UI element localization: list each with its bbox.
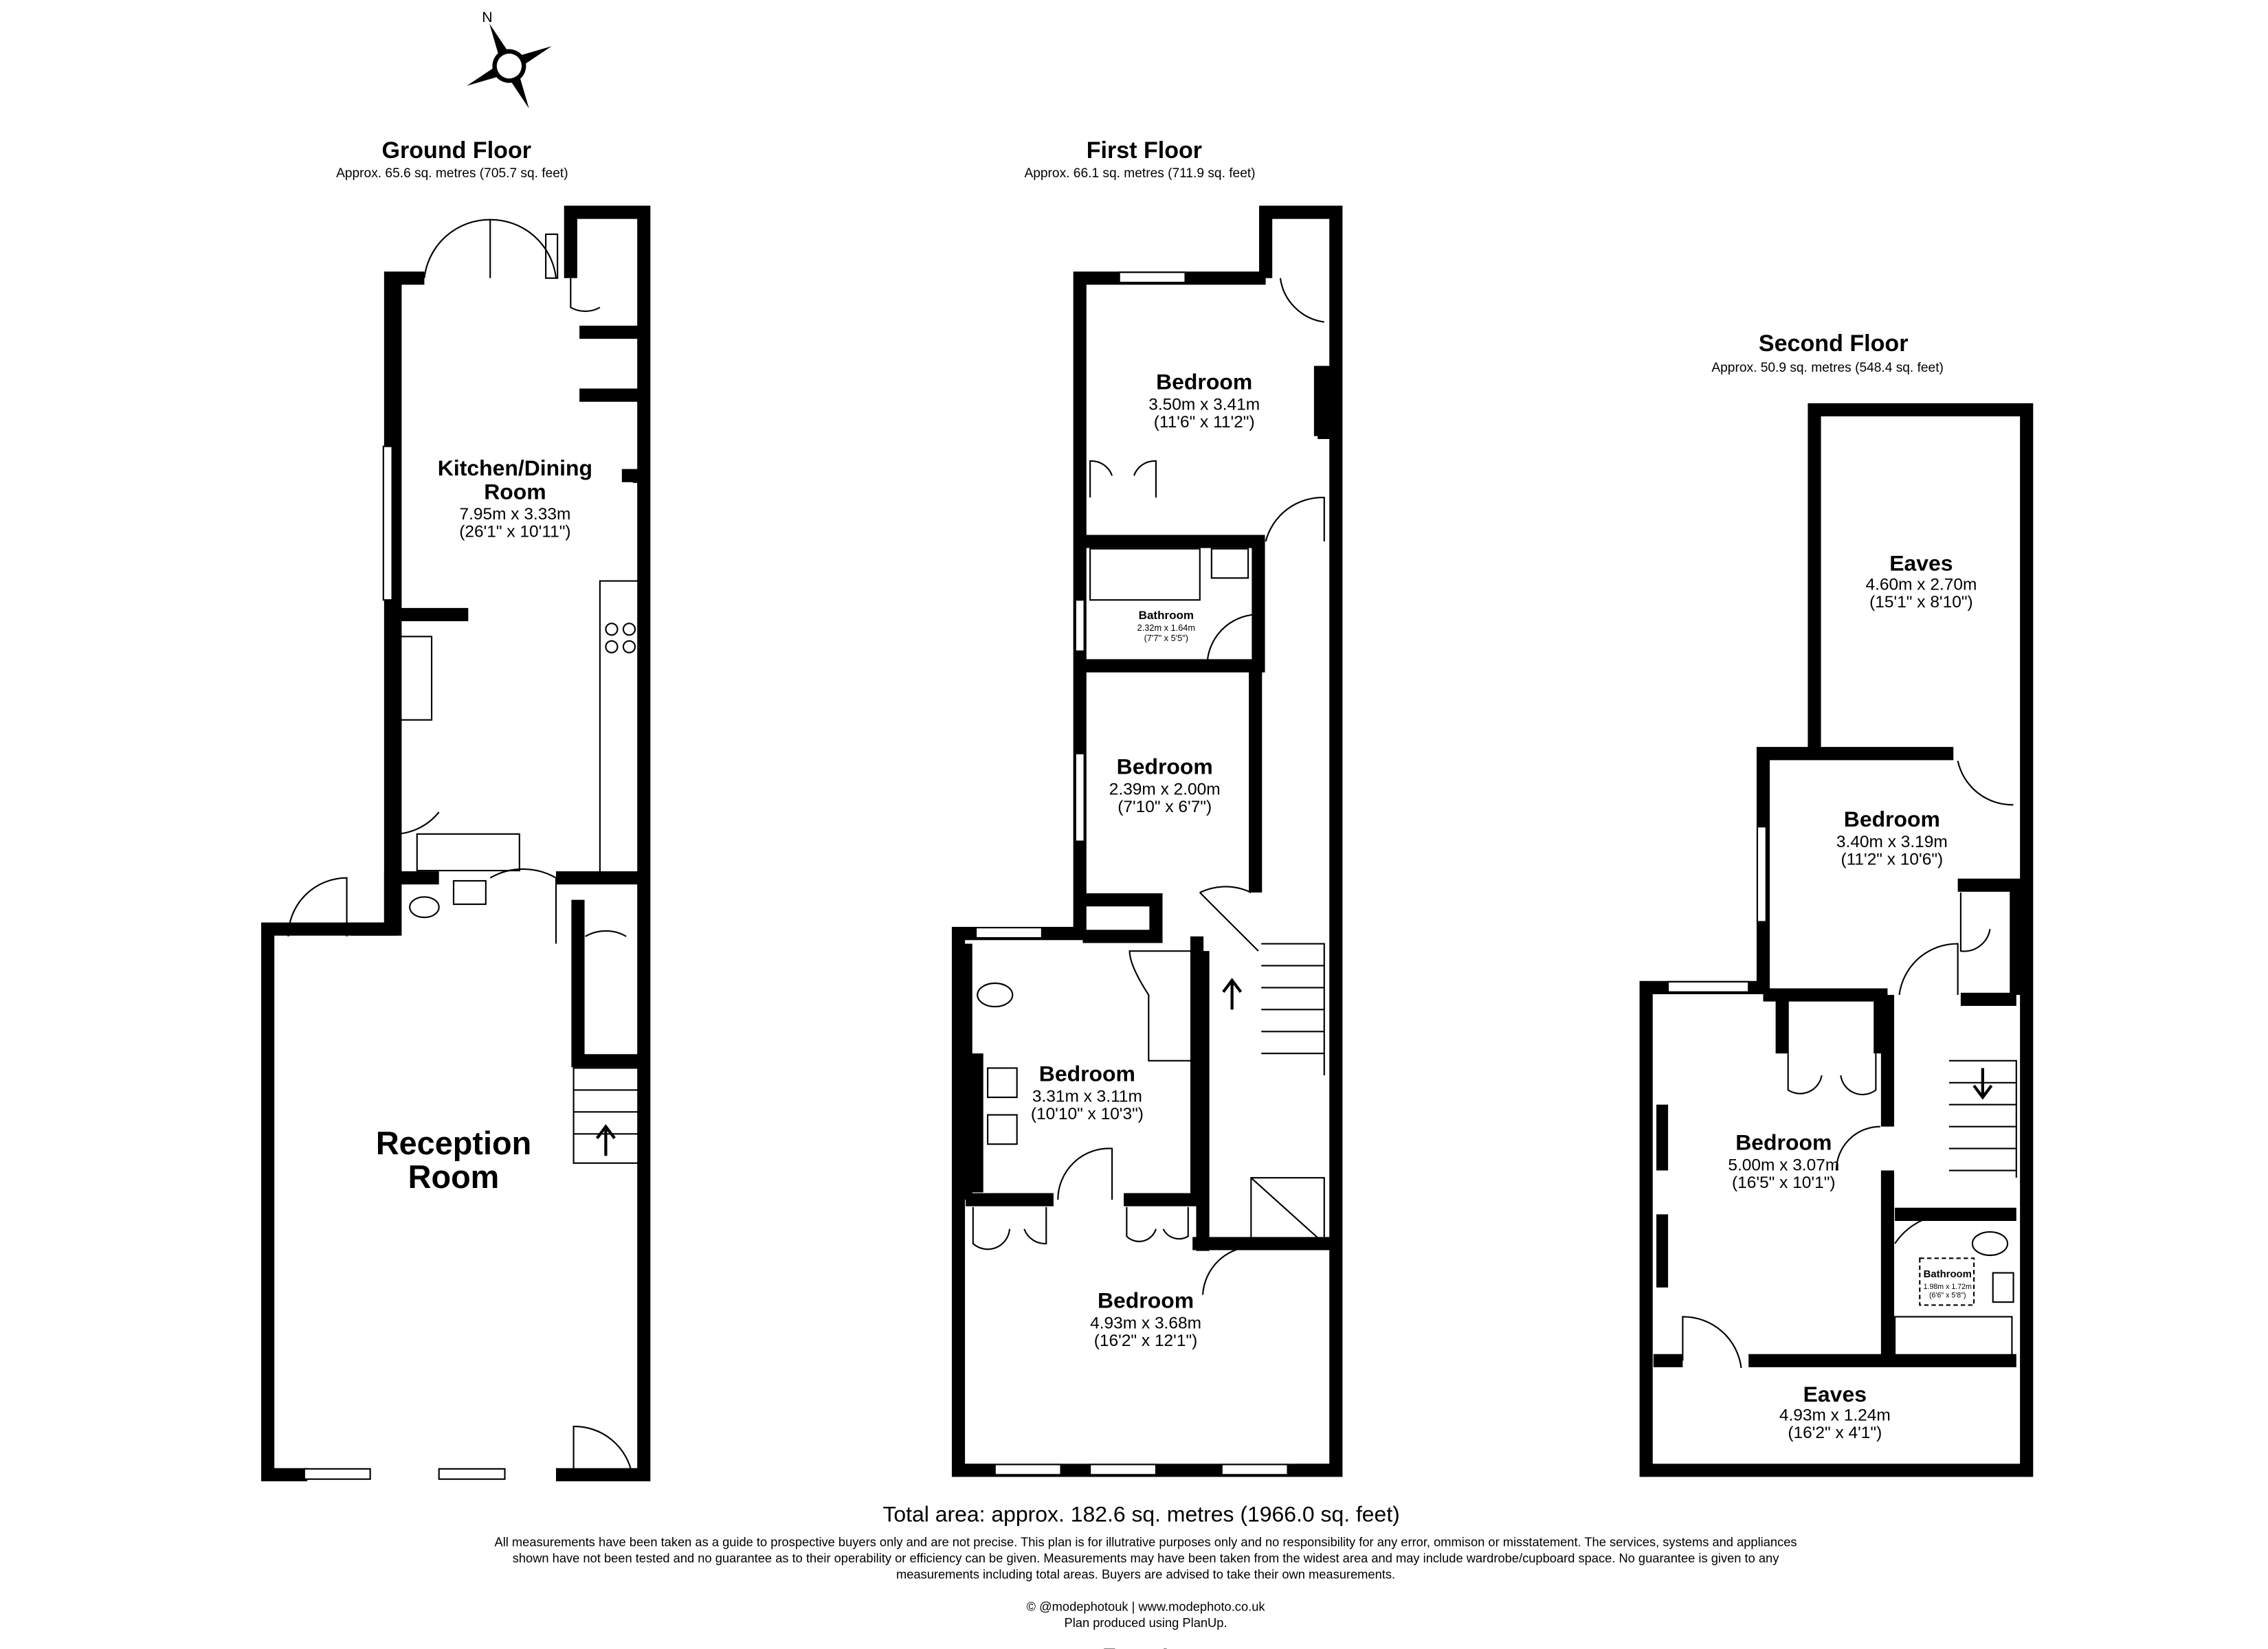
room-name: Bedroom — [1735, 1130, 1832, 1155]
room-dimensions-metric: 1.98m x 1.72m — [1924, 1283, 1972, 1291]
produced-by-text: Plan produced using PlanUp. — [1065, 1615, 1227, 1630]
ground-floor-area: Approx. 65.6 sq. metres (705.7 sq. feet) — [336, 166, 568, 181]
disclaimer-line: measurements including total areas. Buye… — [896, 1567, 1395, 1582]
room-dimensions-imperial: (16'5" x 10'1") — [1732, 1174, 1836, 1192]
room-name: Bathroom — [1924, 1269, 1972, 1280]
room-dimensions-metric: 3.50m x 3.41m — [1148, 395, 1260, 414]
first-floor-area: Approx. 66.1 sq. metres (711.9 sq. feet) — [1024, 166, 1255, 181]
room-dimensions-metric: 4.93m x 1.24m — [1779, 1406, 1891, 1425]
room-dimensions-imperial: (11'6" x 11'2") — [1154, 413, 1255, 431]
first-floor-title: First Floor — [1087, 137, 1202, 164]
room-dimensions-metric: 7.95m x 3.33m — [459, 505, 570, 524]
room-name: Bedroom — [1117, 754, 1213, 779]
room-dimensions-metric: 4.93m x 3.68m — [1090, 1314, 1201, 1332]
compass-north-label: N — [482, 9, 492, 25]
room-dimensions-imperial: (7'10" x 6'7") — [1118, 798, 1212, 816]
room-name: Bedroom — [1039, 1062, 1135, 1086]
address-title: Farm Ln — [1102, 1644, 1189, 1649]
room-dimensions-metric: 3.40m x 3.19m — [1836, 833, 1948, 851]
room-name: Reception — [376, 1125, 531, 1161]
room-name: Eaves — [1803, 1382, 1867, 1406]
disclaimer-line: shown have not been tested and no guaran… — [513, 1551, 1780, 1565]
room-dimensions-metric: 5.00m x 3.07m — [1728, 1156, 1839, 1175]
room-name: Bathroom — [1139, 609, 1194, 622]
room-dimensions-imperial: (16'2" x 4'1") — [1788, 1424, 1882, 1442]
room-dimensions-metric: 4.60m x 2.70m — [1865, 575, 1977, 594]
credit-text: © @modephotouk | www.modephoto.co.uk — [1027, 1599, 1266, 1613]
room-name: Bedroom — [1156, 370, 1252, 394]
compass-icon — [467, 23, 552, 109]
total-area: Total area: approx. 182.6 sq. metres (19… — [882, 1501, 1399, 1526]
ground-floor-title: Ground Floor — [382, 137, 531, 164]
second-floor-area: Approx. 50.9 sq. metres (548.4 sq. feet) — [1711, 361, 1944, 375]
room-name: Room — [408, 1159, 500, 1195]
room-dimensions-metric: 2.39m x 2.00m — [1109, 780, 1221, 798]
second-floor-plan — [1639, 403, 2034, 1477]
room-name: Eaves — [1889, 551, 1953, 576]
room-name: Bedroom — [1844, 807, 1940, 831]
room-dimensions-imperial: (16'2" x 12'1") — [1094, 1332, 1198, 1350]
room-dimensions-imperial: (15'1" x 8'10") — [1869, 593, 1973, 612]
room-name: Room — [484, 479, 546, 504]
disclaimer-line: All measurements have been taken as a gu… — [495, 1535, 1797, 1549]
room-dimensions-metric: 2.32m x 1.64m — [1137, 622, 1195, 633]
room-dimensions-imperial: (6'6" x 5'8") — [1929, 1292, 1966, 1300]
room-dimensions-imperial: (10'10" x 10'3") — [1031, 1105, 1144, 1123]
second-floor-title: Second Floor — [1759, 330, 1909, 357]
room-dimensions-imperial: (7'7" x 5'5") — [1144, 633, 1188, 643]
room-dimensions-imperial: (26'1" x 10'11") — [459, 523, 570, 541]
room-name: Kitchen/Dining — [438, 456, 592, 480]
first-floor-plan — [951, 205, 1343, 1477]
room-dimensions-imperial: (11'2" x 10'6") — [1841, 851, 1943, 869]
room-name: Bedroom — [1098, 1288, 1194, 1313]
room-dimensions-metric: 3.31m x 3.11m — [1032, 1087, 1142, 1106]
ground-floor-plan — [261, 205, 651, 1481]
